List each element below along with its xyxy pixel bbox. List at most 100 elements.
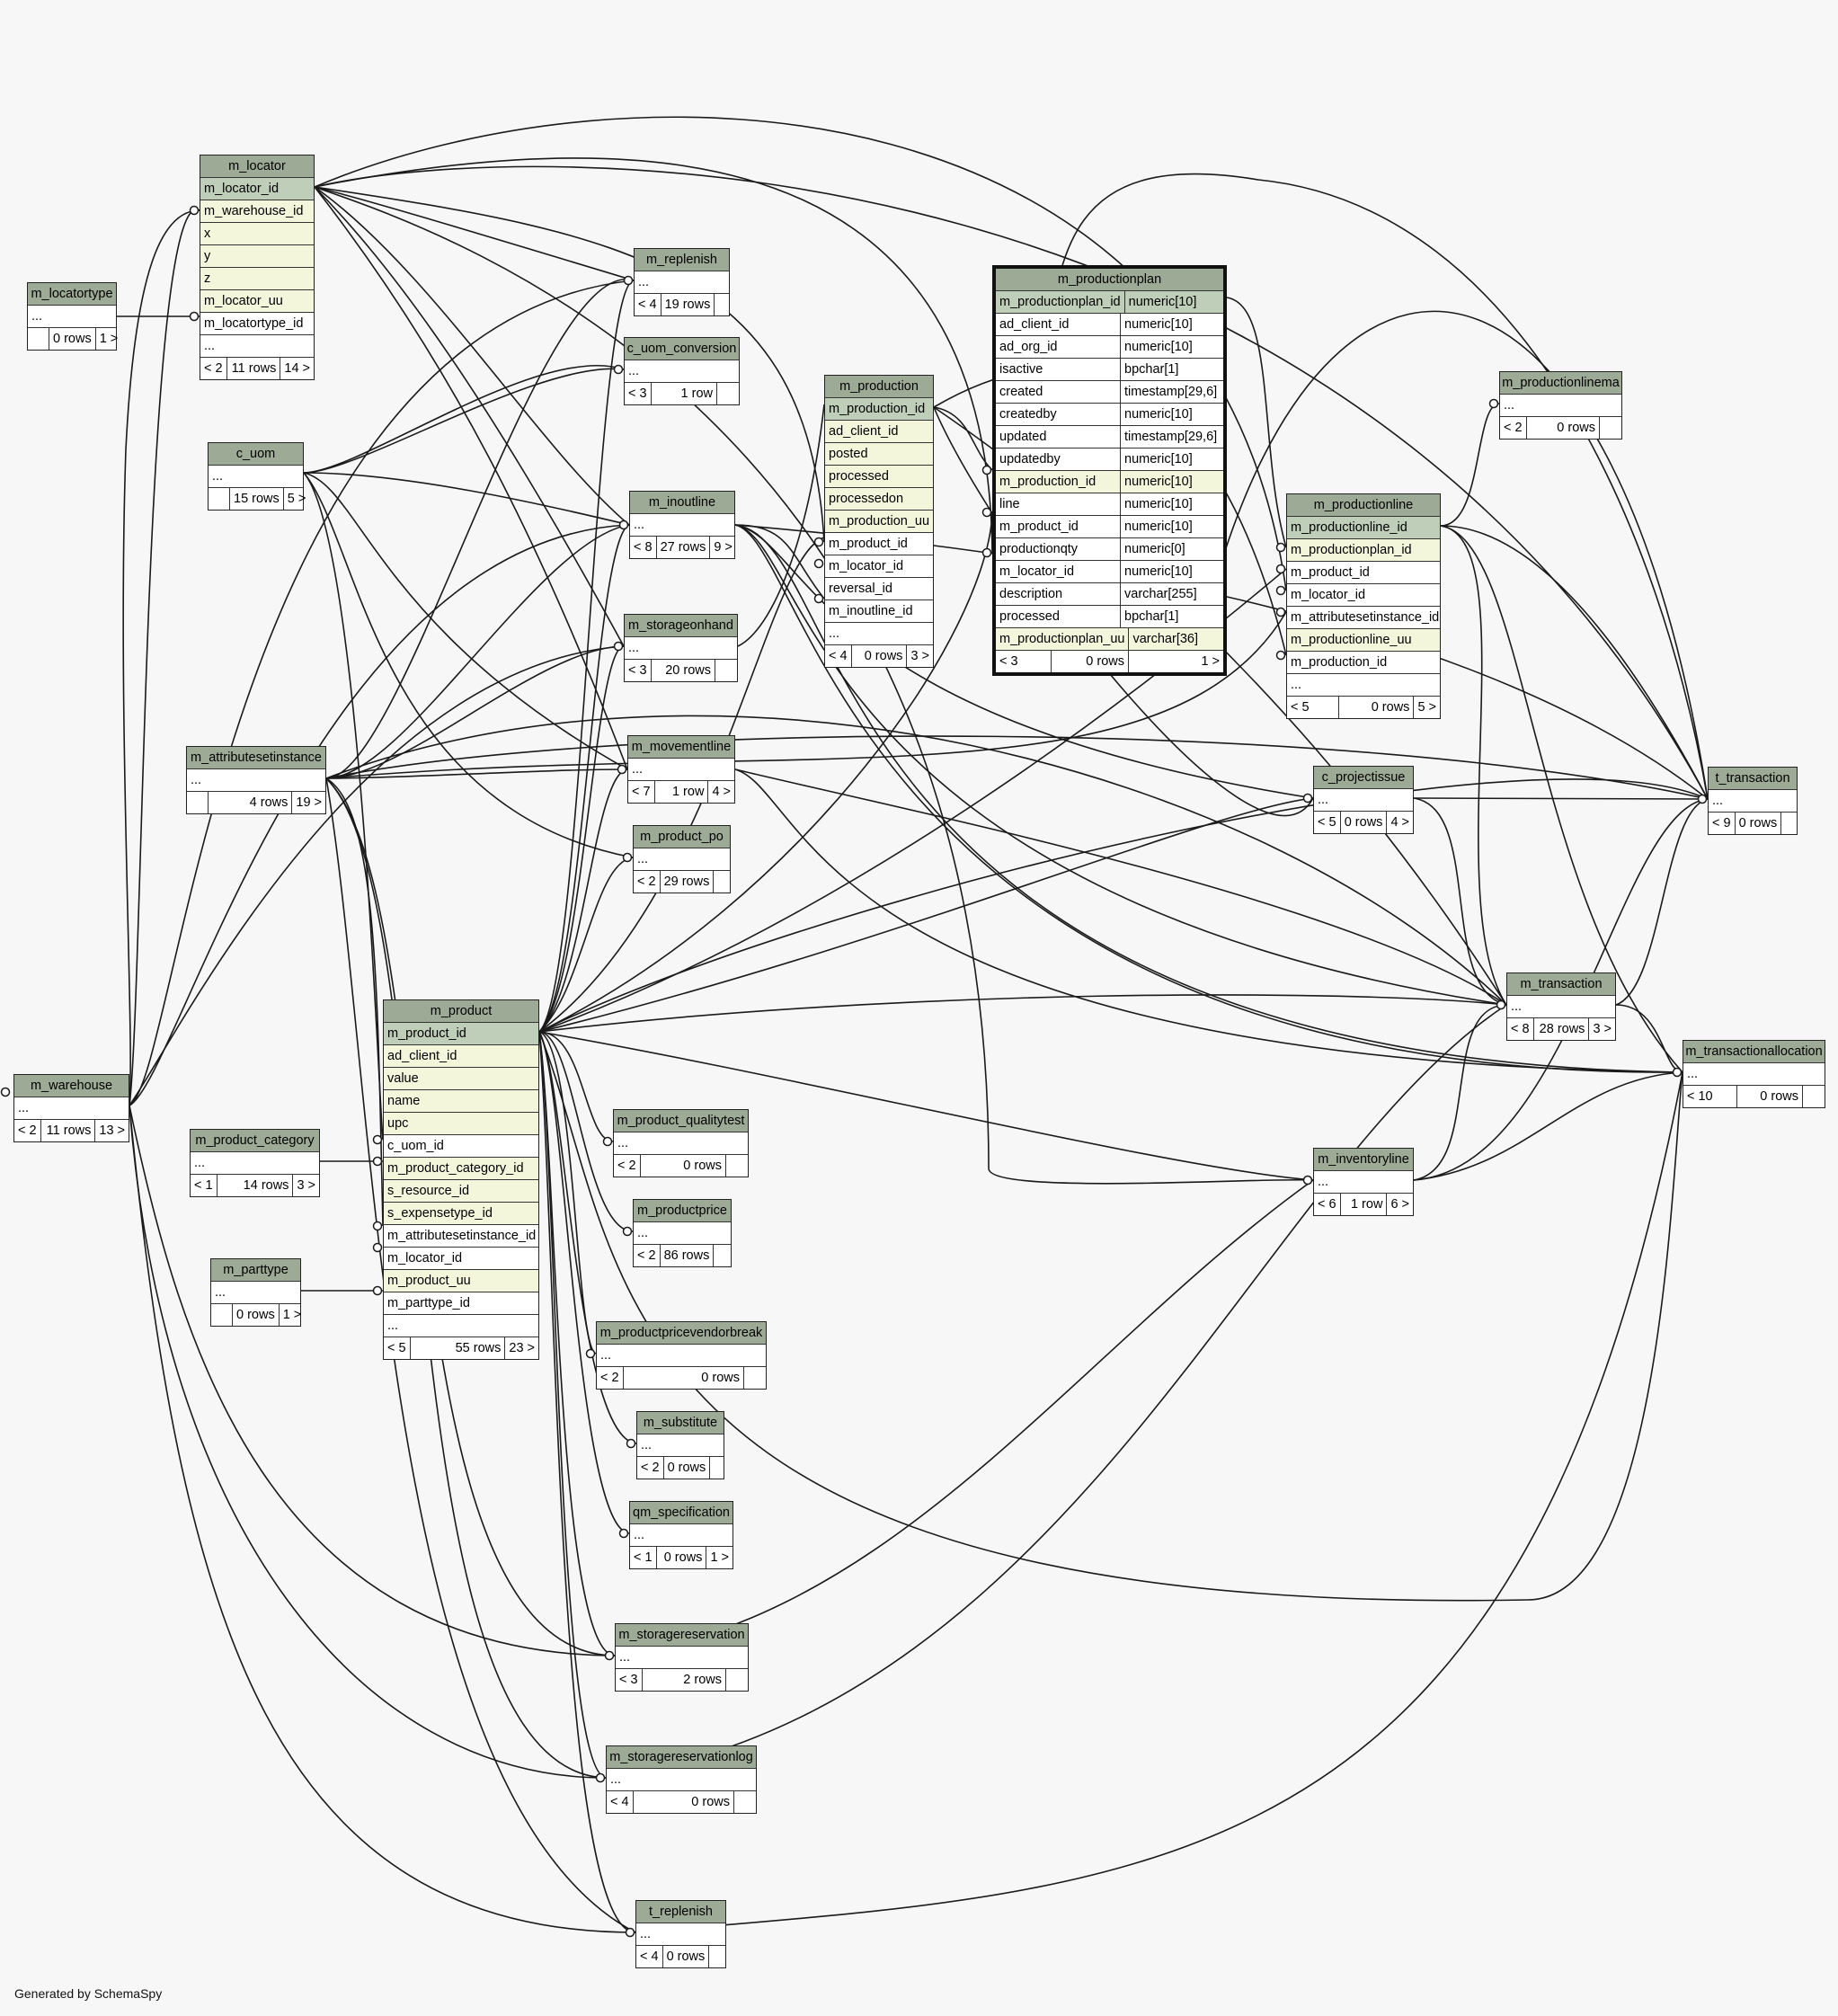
column-type: bpchar[1] bbox=[1120, 606, 1223, 627]
relationship-line bbox=[538, 1031, 636, 1933]
column-ellipsis: ... bbox=[191, 773, 202, 787]
table-title: m_productionline bbox=[1287, 494, 1440, 517]
relationship-line bbox=[303, 472, 634, 858]
column-createdby: createdby bbox=[999, 407, 1057, 422]
column-m_inoutline_id: m_inoutline_id bbox=[829, 604, 913, 618]
relationship-line bbox=[737, 404, 825, 647]
column-type: numeric[10] bbox=[1123, 291, 1228, 313]
column-ellipsis: ... bbox=[829, 626, 840, 641]
table-title: m_storagereservationlog bbox=[607, 1746, 756, 1769]
column-m_productionplan_id: m_productionplan_id bbox=[999, 295, 1121, 309]
column-type: numeric[10] bbox=[1120, 448, 1223, 470]
relationship-endpoint bbox=[626, 1438, 636, 1449]
column-ellipsis: ... bbox=[1712, 794, 1724, 808]
column-ad_client_id: ad_client_id bbox=[999, 317, 1070, 332]
relationship-endpoint bbox=[981, 507, 992, 518]
table-m_locator[interactable]: m_locator m_locator_id m_warehouse_id x … bbox=[200, 155, 315, 380]
relationship-line bbox=[122, 209, 200, 1106]
relationship-line bbox=[933, 406, 1314, 816]
relationship-endpoint bbox=[372, 1285, 383, 1296]
column-m_product_id: m_product_id bbox=[1291, 565, 1370, 580]
relationship-endpoint bbox=[981, 465, 992, 475]
relationship-line bbox=[314, 186, 1314, 1185]
relationship-endpoint bbox=[189, 311, 200, 322]
relationship-line bbox=[1440, 403, 1500, 527]
table-title: m_storageonhand bbox=[625, 615, 737, 637]
column-type: numeric[10] bbox=[1120, 404, 1223, 425]
relationship-line bbox=[933, 406, 993, 471]
column-s_resource_id: s_resource_id bbox=[387, 1184, 470, 1198]
relationship-endpoint bbox=[372, 1156, 383, 1167]
column-ellipsis: ... bbox=[1511, 999, 1523, 1014]
relationship-endpoint bbox=[618, 520, 629, 530]
column-type: numeric[10] bbox=[1120, 471, 1223, 493]
relationship-endpoint bbox=[189, 205, 200, 216]
relationship-endpoint bbox=[813, 558, 824, 569]
relationship-line bbox=[129, 280, 635, 1106]
relationship-endpoint bbox=[613, 364, 624, 375]
relationship-endpoint bbox=[618, 1528, 629, 1539]
relationship-line bbox=[303, 368, 625, 474]
table-m_product[interactable]: m_product m_product_id ad_client_id valu… bbox=[383, 999, 539, 1360]
relationship-line bbox=[734, 524, 825, 599]
relationship-line bbox=[538, 1031, 630, 1534]
relationship-line bbox=[1440, 525, 1507, 1006]
relationship-endpoint bbox=[1275, 650, 1286, 661]
table-title: m_productionlinema bbox=[1500, 372, 1621, 395]
relationship-endpoint bbox=[602, 1136, 613, 1147]
column-type: numeric[10] bbox=[1120, 561, 1223, 582]
column-ellipsis: ... bbox=[637, 852, 649, 866]
relationship-endpoint bbox=[981, 547, 992, 558]
column-updatedby: updatedby bbox=[999, 452, 1061, 466]
relationship-line bbox=[314, 186, 630, 526]
relationship-endpoint bbox=[1275, 564, 1286, 574]
column-ellipsis: ... bbox=[641, 1438, 653, 1452]
relationship-line bbox=[734, 524, 1507, 1006]
table-m_production[interactable]: m_production m_production_id ad_client_i… bbox=[824, 375, 934, 668]
column-ellipsis: ... bbox=[634, 1528, 645, 1542]
relationship-endpoint bbox=[1275, 585, 1286, 596]
table-m_productionline[interactable]: m_productionline m_productionline_id m_p… bbox=[1286, 493, 1441, 719]
relationship-endpoint bbox=[622, 852, 633, 863]
column-m_productionline_uu: m_productionline_uu bbox=[1291, 633, 1412, 647]
relationship-line bbox=[538, 1031, 637, 1444]
column-ellipsis: ... bbox=[638, 275, 650, 289]
